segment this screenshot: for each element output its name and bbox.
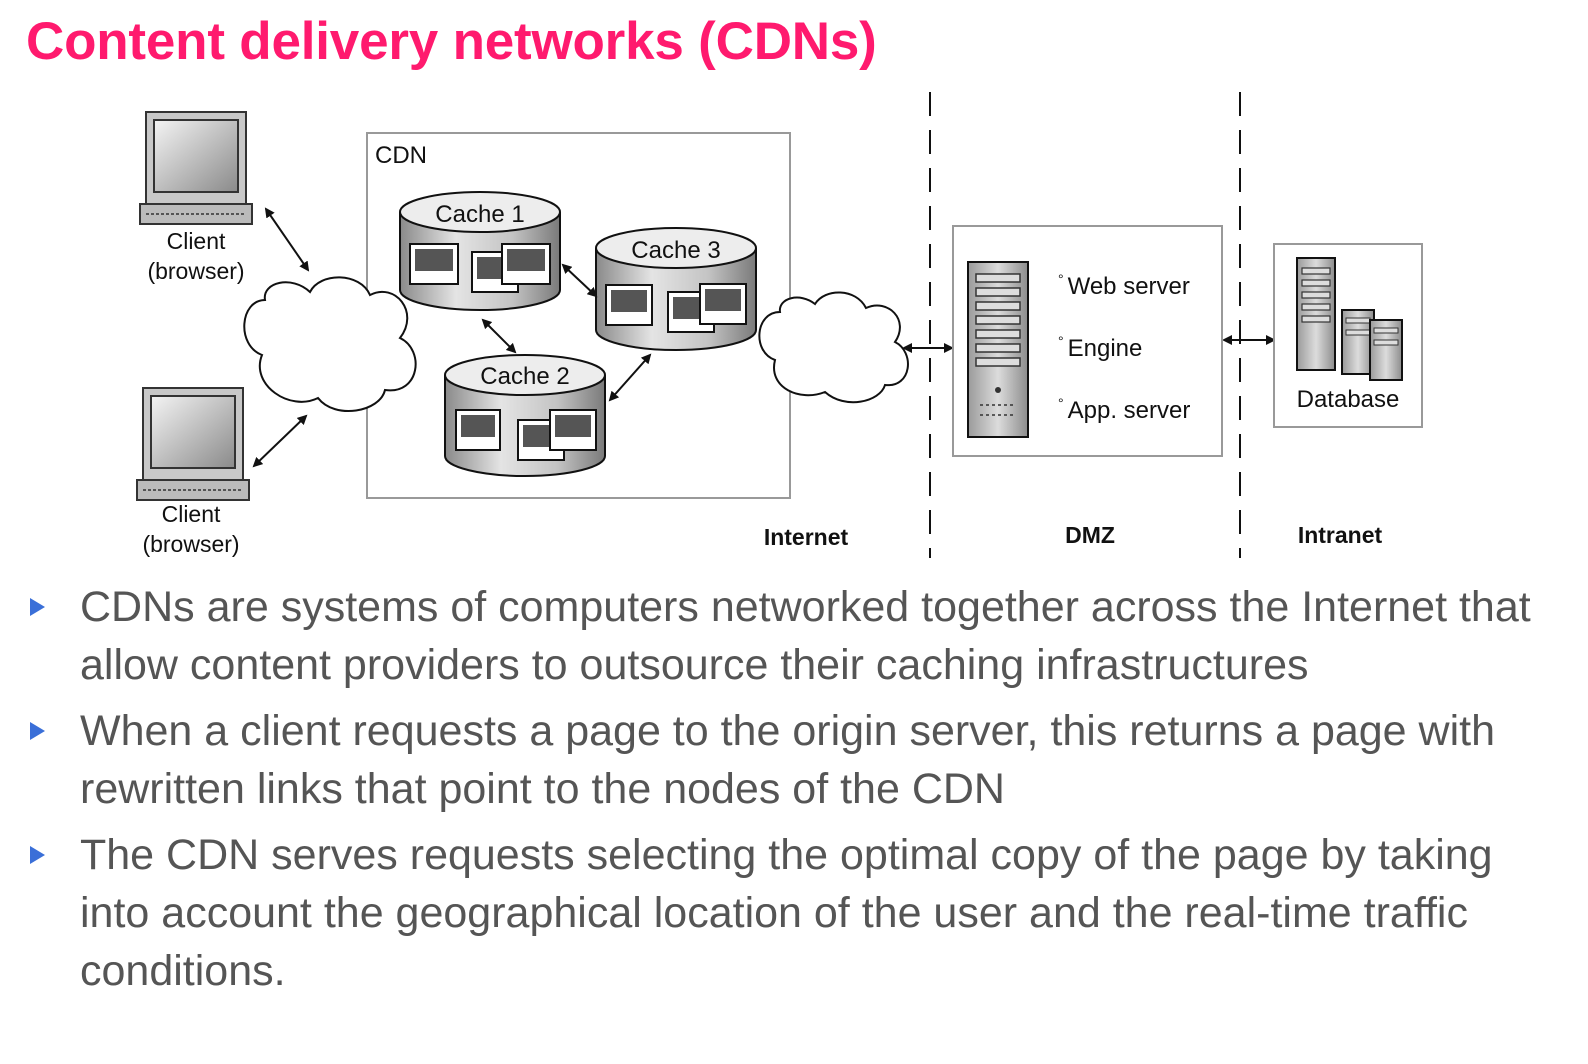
bullet-triangle-icon bbox=[30, 846, 45, 864]
client-label-line2: (browser) bbox=[147, 258, 244, 284]
client-label-line2: (browser) bbox=[142, 531, 239, 557]
bullet-triangle-icon bbox=[30, 722, 45, 740]
cdn-label: CDN bbox=[375, 142, 427, 169]
arrow-client2-cloud bbox=[252, 414, 308, 468]
cache-label: Cache 1 bbox=[435, 201, 524, 228]
cloud-left-icon bbox=[243, 276, 417, 413]
cache-label: Cache 2 bbox=[480, 363, 569, 390]
cache-1-cylinder bbox=[399, 191, 561, 311]
database-server-icon bbox=[1296, 257, 1403, 381]
cdn-architecture-diagram: CDN Client (browser) Client (browser) Ca… bbox=[136, 92, 1423, 558]
database-label: Database bbox=[1297, 386, 1400, 413]
client-computer-icon bbox=[139, 111, 253, 225]
cache-3-cylinder bbox=[595, 227, 757, 351]
arrow-cache1-cache3 bbox=[561, 263, 598, 298]
zone-label-internet: Internet bbox=[764, 524, 849, 550]
bullet-text: The CDN serves requests selecting the op… bbox=[80, 831, 1493, 995]
bullet-list: CDNs are systems of computers networked … bbox=[30, 578, 1570, 1008]
bullet-text: When a client requests a page to the ori… bbox=[80, 707, 1496, 813]
cache-2-cylinder bbox=[444, 354, 606, 477]
arrow-cache1-cache2 bbox=[481, 318, 517, 354]
bullet-triangle-icon bbox=[30, 598, 45, 616]
arrow-client1-cloud bbox=[264, 207, 310, 272]
arrow-cache2-cache3 bbox=[608, 353, 652, 402]
dmz-item: °Engine bbox=[1058, 333, 1142, 362]
slide-title: Content delivery networks (CDNs) bbox=[26, 12, 877, 71]
cloud-right-icon bbox=[758, 291, 909, 404]
bullet-text: CDNs are systems of computers networked … bbox=[80, 583, 1531, 689]
client-label-line1: Client bbox=[167, 228, 226, 254]
dmz-item: °App. server bbox=[1058, 395, 1190, 424]
bullet-item: CDNs are systems of computers networked … bbox=[30, 578, 1570, 694]
dmz-item: °Web server bbox=[1058, 271, 1190, 300]
client-label-line1: Client bbox=[162, 501, 221, 527]
cache-label: Cache 3 bbox=[631, 237, 720, 264]
bullet-item: When a client requests a page to the ori… bbox=[30, 702, 1570, 818]
zone-label-dmz: DMZ bbox=[1065, 522, 1115, 548]
zone-label-intranet: Intranet bbox=[1298, 522, 1383, 548]
server-tower-icon bbox=[967, 261, 1029, 438]
bullet-item: The CDN serves requests selecting the op… bbox=[30, 826, 1570, 1000]
client-computer-icon bbox=[136, 387, 250, 501]
